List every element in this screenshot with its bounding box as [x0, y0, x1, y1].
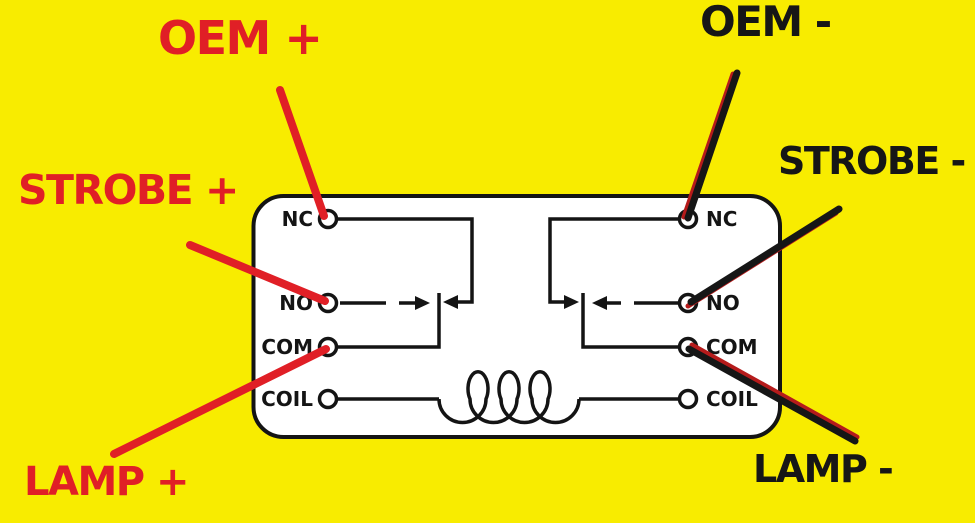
lamp-minus-red-strand: [689, 342, 860, 440]
coil-loops: [437, 370, 581, 425]
coil-winding: [337, 370, 679, 425]
terminal-label-no-right: NO: [706, 291, 740, 315]
com-armature-line-right: [581, 293, 680, 349]
lamp-minus-label: LAMP -: [753, 447, 894, 491]
terminal-label-nc-left: NC: [282, 207, 313, 231]
oem-minus-wire: [681, 69, 741, 222]
strobe-minus-wire: [685, 205, 843, 309]
terminal-label-coil-left: COIL: [261, 387, 313, 411]
terminal-label-com-left: COM: [261, 335, 313, 359]
oem-minus-red-strand: [681, 71, 736, 220]
lamp-minus-wire: [685, 342, 860, 445]
nc-contact-line-left: [336, 217, 474, 304]
switch-arrow-right-no: [592, 296, 607, 310]
terminal-coil-right: [677, 388, 699, 410]
lamp-plus-wire: [110, 345, 330, 458]
strobe-plus-wire: [186, 241, 329, 305]
oem-minus-label: OEM -: [700, 0, 832, 46]
oem-plus-wire: [276, 86, 328, 220]
oem-minus-black-strand: [684, 69, 741, 222]
com-armature-line-left: [338, 293, 441, 349]
relay-internal-right-pole: [548, 217, 680, 349]
relay-internal-left-pole: [336, 217, 474, 349]
oem-plus-label: OEM +: [158, 11, 323, 65]
strobe-minus-black-strand: [687, 205, 843, 306]
terminal-label-coil-right: COIL: [706, 387, 758, 411]
switch-arrow-left-nc: [443, 295, 458, 309]
terminal-label-nc-right: NC: [706, 207, 737, 231]
lamp-minus-black-strand: [685, 345, 859, 445]
terminal-coil-left: [317, 388, 339, 410]
switch-arrow-left-no: [415, 296, 430, 310]
strobe-plus-label: STROBE +: [18, 166, 239, 214]
nc-contact-line-right: [548, 217, 680, 304]
relay-body: [251, 194, 782, 439]
switch-arrow-right-nc: [564, 295, 579, 309]
lamp-plus-label: LAMP +: [24, 459, 190, 505]
strobe-minus-label: STROBE -: [778, 139, 966, 183]
